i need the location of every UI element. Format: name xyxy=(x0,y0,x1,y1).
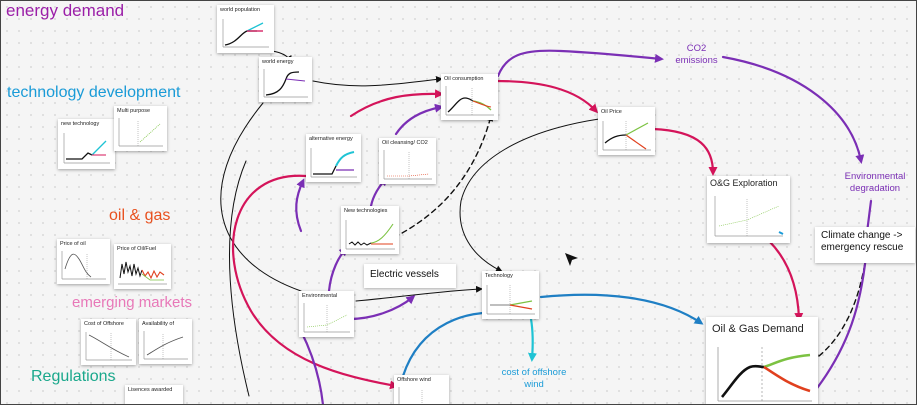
mini-chart xyxy=(310,148,357,178)
card-world-energy[interactable]: world energy xyxy=(259,57,312,102)
label-environmental-degradation: Environmental degradation xyxy=(844,171,906,194)
category-oil-gas: oil & gas xyxy=(109,207,171,224)
card-title: world population xyxy=(220,7,261,13)
card-title: Price of Oil/Fuel xyxy=(117,246,157,252)
label-cost-offshore-wind: cost of offshore wind xyxy=(501,367,567,390)
card-title: O&G Exploration xyxy=(710,178,778,188)
card-title: Cost of Offshore xyxy=(84,321,124,327)
mini-chart xyxy=(222,19,269,48)
card-licences-awarded[interactable]: Lisences awarded xyxy=(125,385,183,404)
main-chart xyxy=(717,345,812,402)
card-price-of-oil-fuel[interactable]: Price of Oil/Fuel xyxy=(114,244,171,289)
card-title: world energy xyxy=(262,59,294,65)
card-availability-of[interactable]: Availability of xyxy=(139,319,192,364)
mini-chart xyxy=(118,118,163,147)
card-offshore-wind[interactable]: Offshore wind xyxy=(394,375,449,404)
mini-chart xyxy=(303,303,350,333)
mini-chart xyxy=(263,69,308,98)
card-oil-price[interactable]: Oil Price xyxy=(598,107,655,155)
card-title: Multi purpose xyxy=(117,108,151,114)
card-title: Oil consumption xyxy=(444,76,484,82)
mini-chart xyxy=(445,86,494,116)
card-title: alternative energy xyxy=(309,136,353,142)
card-title: Lisences awarded xyxy=(128,387,173,393)
mini-chart xyxy=(383,150,432,180)
mini-chart xyxy=(143,331,188,360)
note-electric-vessels[interactable]: Electric vessels xyxy=(364,264,456,288)
card-title: Price of oil xyxy=(60,241,86,247)
mini-chart xyxy=(486,285,535,315)
mouse-cursor-icon xyxy=(565,253,578,266)
mini-chart xyxy=(345,220,395,250)
card-title: Oil & Gas Demand xyxy=(712,323,804,335)
card-oil-cleansing[interactable]: Oil cleansing/ CO2 xyxy=(379,138,436,184)
card-title: Availability of xyxy=(142,321,174,327)
card-title: Oil Price xyxy=(601,109,622,115)
category-emerging-markets: emerging markets xyxy=(72,294,193,311)
card-world-population[interactable]: world population xyxy=(217,5,274,53)
card-cost-of-offshore[interactable]: Cost of Offshore xyxy=(81,319,136,365)
card-title: Technology xyxy=(485,273,513,279)
category-regulations: Regulations xyxy=(31,368,116,385)
mini-chart xyxy=(61,251,106,280)
card-technology[interactable]: Technology xyxy=(482,271,539,319)
card-og-exploration[interactable]: O&G Exploration xyxy=(707,176,790,243)
card-title: New technologies xyxy=(344,208,388,214)
mini-chart xyxy=(85,332,132,361)
label-co2-emissions: CO2 emissions xyxy=(675,43,718,66)
mini-chart xyxy=(602,121,651,151)
card-multi-purpose[interactable]: Multi purpose xyxy=(114,106,167,151)
category-energy-demand: energy demand xyxy=(6,1,125,20)
mini-chart xyxy=(714,196,784,237)
note-climate-change[interactable]: Climate change -> emergency rescue xyxy=(815,227,915,263)
mini-chart xyxy=(398,387,423,404)
card-title: Environmental xyxy=(302,293,338,299)
category-technology-development: technology development xyxy=(7,84,181,101)
card-price-of-oil[interactable]: Price of oil xyxy=(57,239,110,284)
card-og-demand[interactable]: Oil & Gas Demand xyxy=(706,317,818,404)
card-new-technologies[interactable]: New technologies xyxy=(341,206,399,254)
card-alternative-energy[interactable]: alternative energy xyxy=(306,134,361,182)
mini-chart xyxy=(63,133,110,164)
mini-chart xyxy=(118,261,167,285)
card-title: Oil cleansing/ CO2 xyxy=(382,140,428,146)
card-title: new technology xyxy=(61,121,100,127)
card-environmental[interactable]: Environmental xyxy=(299,291,354,337)
card-oil-consumption[interactable]: Oil consumption xyxy=(441,74,498,120)
card-title: Offshore wind xyxy=(397,377,431,383)
card-new-technology[interactable]: new technology xyxy=(58,119,115,169)
